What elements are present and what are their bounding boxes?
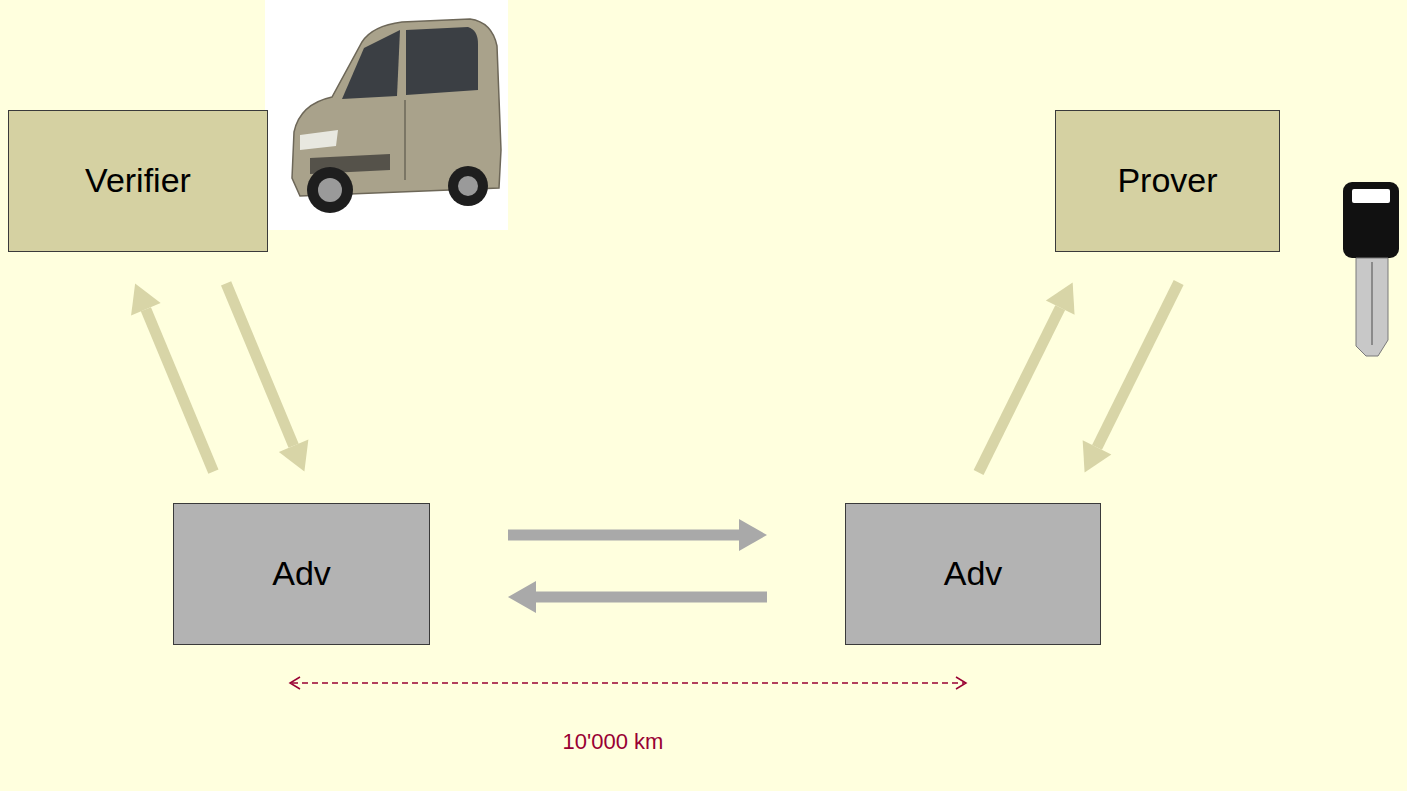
key-label: [1352, 189, 1390, 203]
distance-marker: [290, 677, 966, 689]
adversary-box: Adv: [845, 503, 1101, 645]
dimension-line: [292, 682, 964, 684]
arrow-shaft: [979, 308, 1061, 473]
car-wheel: [448, 166, 488, 206]
arrow-shaft: [536, 592, 767, 603]
car-hub: [458, 176, 478, 196]
distance-label: 10'000 km: [563, 729, 664, 755]
arrow-shaft: [146, 309, 214, 471]
message-arrow: [131, 283, 213, 471]
arrow-shaft: [508, 530, 739, 541]
node-label: Prover: [1117, 161, 1217, 200]
car-wheel: [307, 167, 353, 213]
node-label: Verifier: [85, 161, 191, 200]
car-side-window: [406, 27, 478, 95]
car-headlight: [300, 130, 338, 150]
arrow-head: [1083, 440, 1112, 472]
key-picture: [1343, 182, 1399, 356]
message-arrow: [226, 283, 308, 471]
message-arrow: [979, 282, 1075, 472]
arrow-shaft: [226, 283, 294, 445]
verifier-box: Verifier: [8, 110, 268, 252]
key-head: [1343, 182, 1399, 258]
photo-ground: [265, 0, 508, 230]
car-door-line: [404, 100, 406, 180]
prover-box: Prover: [1055, 110, 1280, 252]
arrow-head: [739, 519, 767, 551]
arrow-head: [1046, 282, 1075, 314]
car-picture: [265, 0, 508, 230]
node-label: Adv: [944, 554, 1003, 593]
car-hub: [318, 178, 342, 202]
node-label: Adv: [272, 554, 331, 593]
arrow-head: [279, 440, 309, 472]
message-arrow: [1083, 282, 1179, 472]
arrow-head: [508, 581, 536, 613]
dimension-arrowhead: [956, 677, 966, 689]
key-blade: [1356, 258, 1388, 356]
message-arrow: [508, 581, 767, 613]
arrow-head: [131, 283, 161, 315]
adversary-box: Adv: [173, 503, 430, 645]
car-windshield: [342, 30, 400, 99]
dimension-arrowhead: [290, 677, 300, 689]
key-groove: [1371, 262, 1373, 345]
message-arrow: [508, 519, 767, 551]
arrow-shaft: [1097, 282, 1179, 447]
